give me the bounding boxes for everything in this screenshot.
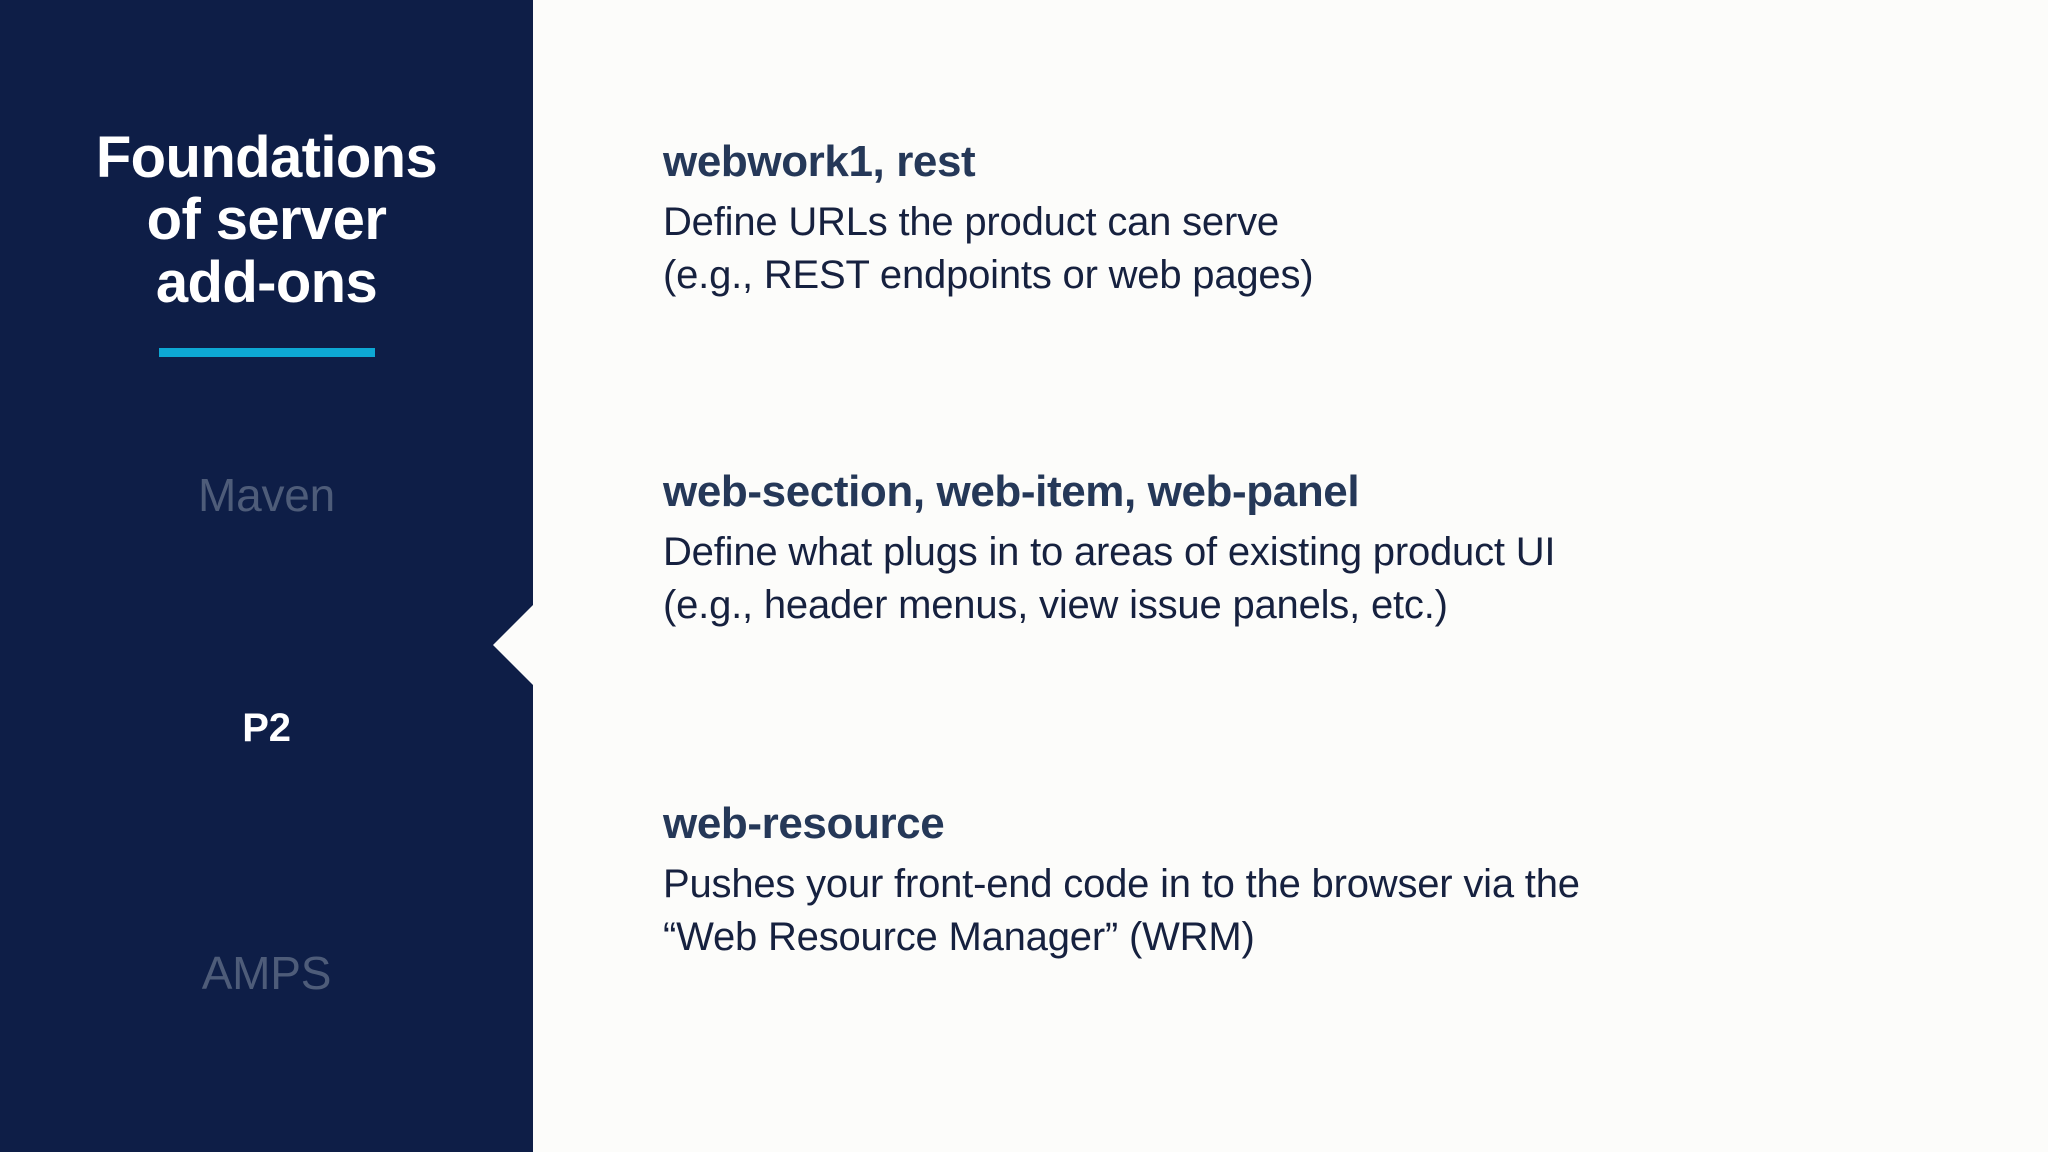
sidebar-item-label: P2 xyxy=(242,706,291,750)
block-description-line: Define what plugs in to areas of existin… xyxy=(663,530,1556,575)
block-description-line: Pushes your front-end code in to the bro… xyxy=(663,862,1580,907)
content-area: webwork1, rest Define URLs the product c… xyxy=(533,0,2048,1152)
block-description: Define what plugs in to areas of existin… xyxy=(663,526,1556,632)
block-heading: web-section, web-item, web-panel xyxy=(663,467,1360,516)
block-heading: webwork1, rest xyxy=(663,137,976,186)
sidebar: Foundations of server add-ons Maven P2 A… xyxy=(0,0,533,1152)
content-block-webwork1-rest: webwork1, rest Define URLs the product c… xyxy=(663,137,1314,302)
sidebar-item-p2[interactable]: P2 xyxy=(0,568,533,748)
active-arrow-notch-icon xyxy=(493,603,533,687)
block-heading: web-resource xyxy=(663,799,945,848)
content-block-web-section-item-panel: web-section, web-item, web-panel Define … xyxy=(663,467,1556,632)
sidebar-title-line-1: Foundations xyxy=(95,124,438,190)
sidebar-item-amps[interactable]: AMPS xyxy=(0,698,533,996)
sidebar-item-label: Maven xyxy=(197,469,336,521)
sidebar-title-line-3: add-ons xyxy=(155,250,378,316)
content-block-web-resource: web-resource Pushes your front-end code … xyxy=(663,799,1580,964)
sidebar-nav: Maven P2 AMPS xyxy=(0,448,533,996)
sidebar-title: Foundations of server add-ons xyxy=(0,124,533,316)
block-description: Define URLs the product can serve (e.g.,… xyxy=(663,196,1314,302)
block-description-line: “Web Resource Manager” (WRM) xyxy=(663,915,1255,960)
block-description-line: (e.g., header menus, view issue panels, … xyxy=(663,583,1448,628)
block-description-line: (e.g., REST endpoints or web pages) xyxy=(663,253,1314,298)
block-description: Pushes your front-end code in to the bro… xyxy=(663,858,1580,964)
sidebar-item-maven[interactable]: Maven xyxy=(0,448,533,568)
block-description-line: Define URLs the product can serve xyxy=(663,200,1279,245)
sidebar-item-label: AMPS xyxy=(201,947,332,999)
title-accent-bar xyxy=(159,348,375,357)
sidebar-title-line-2: of server xyxy=(146,187,387,253)
